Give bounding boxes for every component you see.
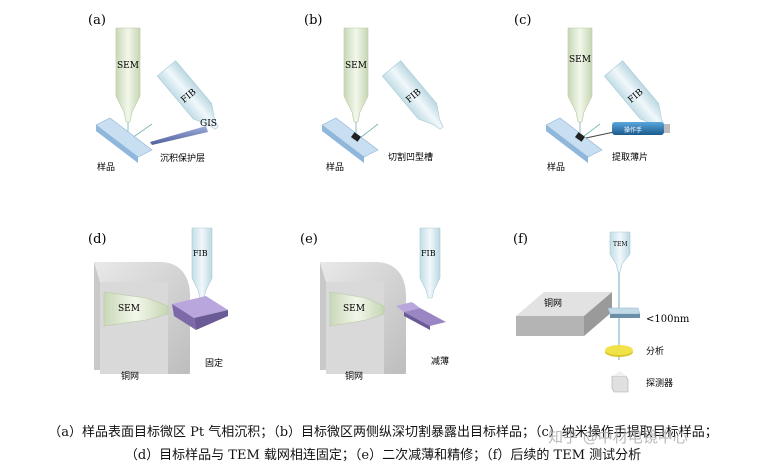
- panel-a-label: (a): [88, 13, 106, 28]
- thin-lamella: [607, 307, 641, 318]
- copper-grid-plate: [516, 292, 612, 336]
- sem-label: SEM: [118, 304, 140, 314]
- sem-column: SEM: [567, 27, 593, 123]
- sem-column: SEM: [329, 291, 385, 327]
- sample-block: [95, 117, 153, 163]
- step-caption-d: 固定: [205, 357, 223, 369]
- detector-label: 探测器: [646, 377, 673, 389]
- panel-e-label: (e): [300, 232, 318, 247]
- sample-label: 样品: [547, 161, 565, 173]
- sem-column: SEM: [115, 27, 141, 123]
- panel-c-label: (c): [514, 13, 531, 28]
- tem-column: TEM: [609, 231, 631, 273]
- sem-column: SEM: [343, 27, 369, 123]
- panel-f-label: (f): [513, 232, 528, 247]
- manipulator-label: 操作手: [624, 126, 642, 134]
- sample-label: 样品: [97, 161, 115, 173]
- figure-caption-line-2: （d）目标样品与 TEM 载网相连固定；（e）二次减薄和精修；（f）后续的 TE…: [124, 448, 642, 463]
- grid-label: 铜网: [544, 297, 562, 309]
- grid-label: 铜网: [345, 370, 363, 382]
- panel-d-label: (d): [88, 232, 106, 247]
- sem-label: SEM: [343, 304, 365, 314]
- detector: [611, 371, 629, 393]
- panel-e: (e) SEM FIB 铜网 减薄: [300, 227, 449, 382]
- grid-label: 铜网: [121, 370, 139, 382]
- fib-column: FIB: [381, 60, 444, 130]
- fib-column: FIB: [191, 227, 213, 299]
- fib-label: FIB: [421, 249, 436, 258]
- step-caption-a: 沉积保护层: [160, 152, 205, 164]
- lamella: [396, 302, 446, 330]
- gis-needle: GIS: [150, 119, 217, 145]
- gis-label: GIS: [200, 119, 217, 129]
- panel-b: (b) SEM FIB 样品 切割凹型槽: [304, 13, 444, 173]
- sample-block: [321, 117, 379, 163]
- lamella: [172, 296, 228, 330]
- panel-f: (f) TEM 铜网 <100nm 分析 探测: [513, 231, 690, 393]
- watermark: 知乎 @中材电镜中心: [548, 428, 688, 446]
- trench: [351, 132, 361, 142]
- panel-a: (a) SEM FIB GIS 样品 沉积保护层: [88, 13, 219, 173]
- sample-label: 样品: [326, 161, 344, 173]
- tem-label: TEM: [613, 241, 628, 248]
- thickness-label: <100nm: [646, 314, 690, 325]
- figure-caption-line-1: （a）样品表面目标微区 Pt 气相沉积；（b）目标微区两侧纵深切割暴露出目标样品…: [48, 425, 718, 440]
- fib-label: FIB: [193, 249, 208, 258]
- manipulator: 操作手: [585, 122, 670, 139]
- sem-label: SEM: [117, 61, 139, 71]
- panel-c: (c) SEM FIB 操作手 样品 提取薄片: [514, 13, 670, 173]
- sem-column: SEM: [103, 291, 169, 327]
- step-caption-e: 减薄: [431, 355, 449, 367]
- fib-column: FIB: [419, 227, 441, 299]
- sem-label: SEM: [569, 55, 591, 65]
- analysis-disk: [605, 345, 633, 357]
- fib-column: FIB: [156, 60, 219, 130]
- panel-d: (d) SEM FIB 铜网 固定: [88, 227, 228, 382]
- sample-block: [545, 117, 603, 163]
- panel-b-label: (b): [304, 13, 322, 28]
- sem-label: SEM: [345, 61, 367, 71]
- step-caption-b: 切割凹型槽: [388, 151, 433, 163]
- analysis-label: 分析: [646, 345, 664, 357]
- step-caption-c: 提取薄片: [612, 151, 648, 163]
